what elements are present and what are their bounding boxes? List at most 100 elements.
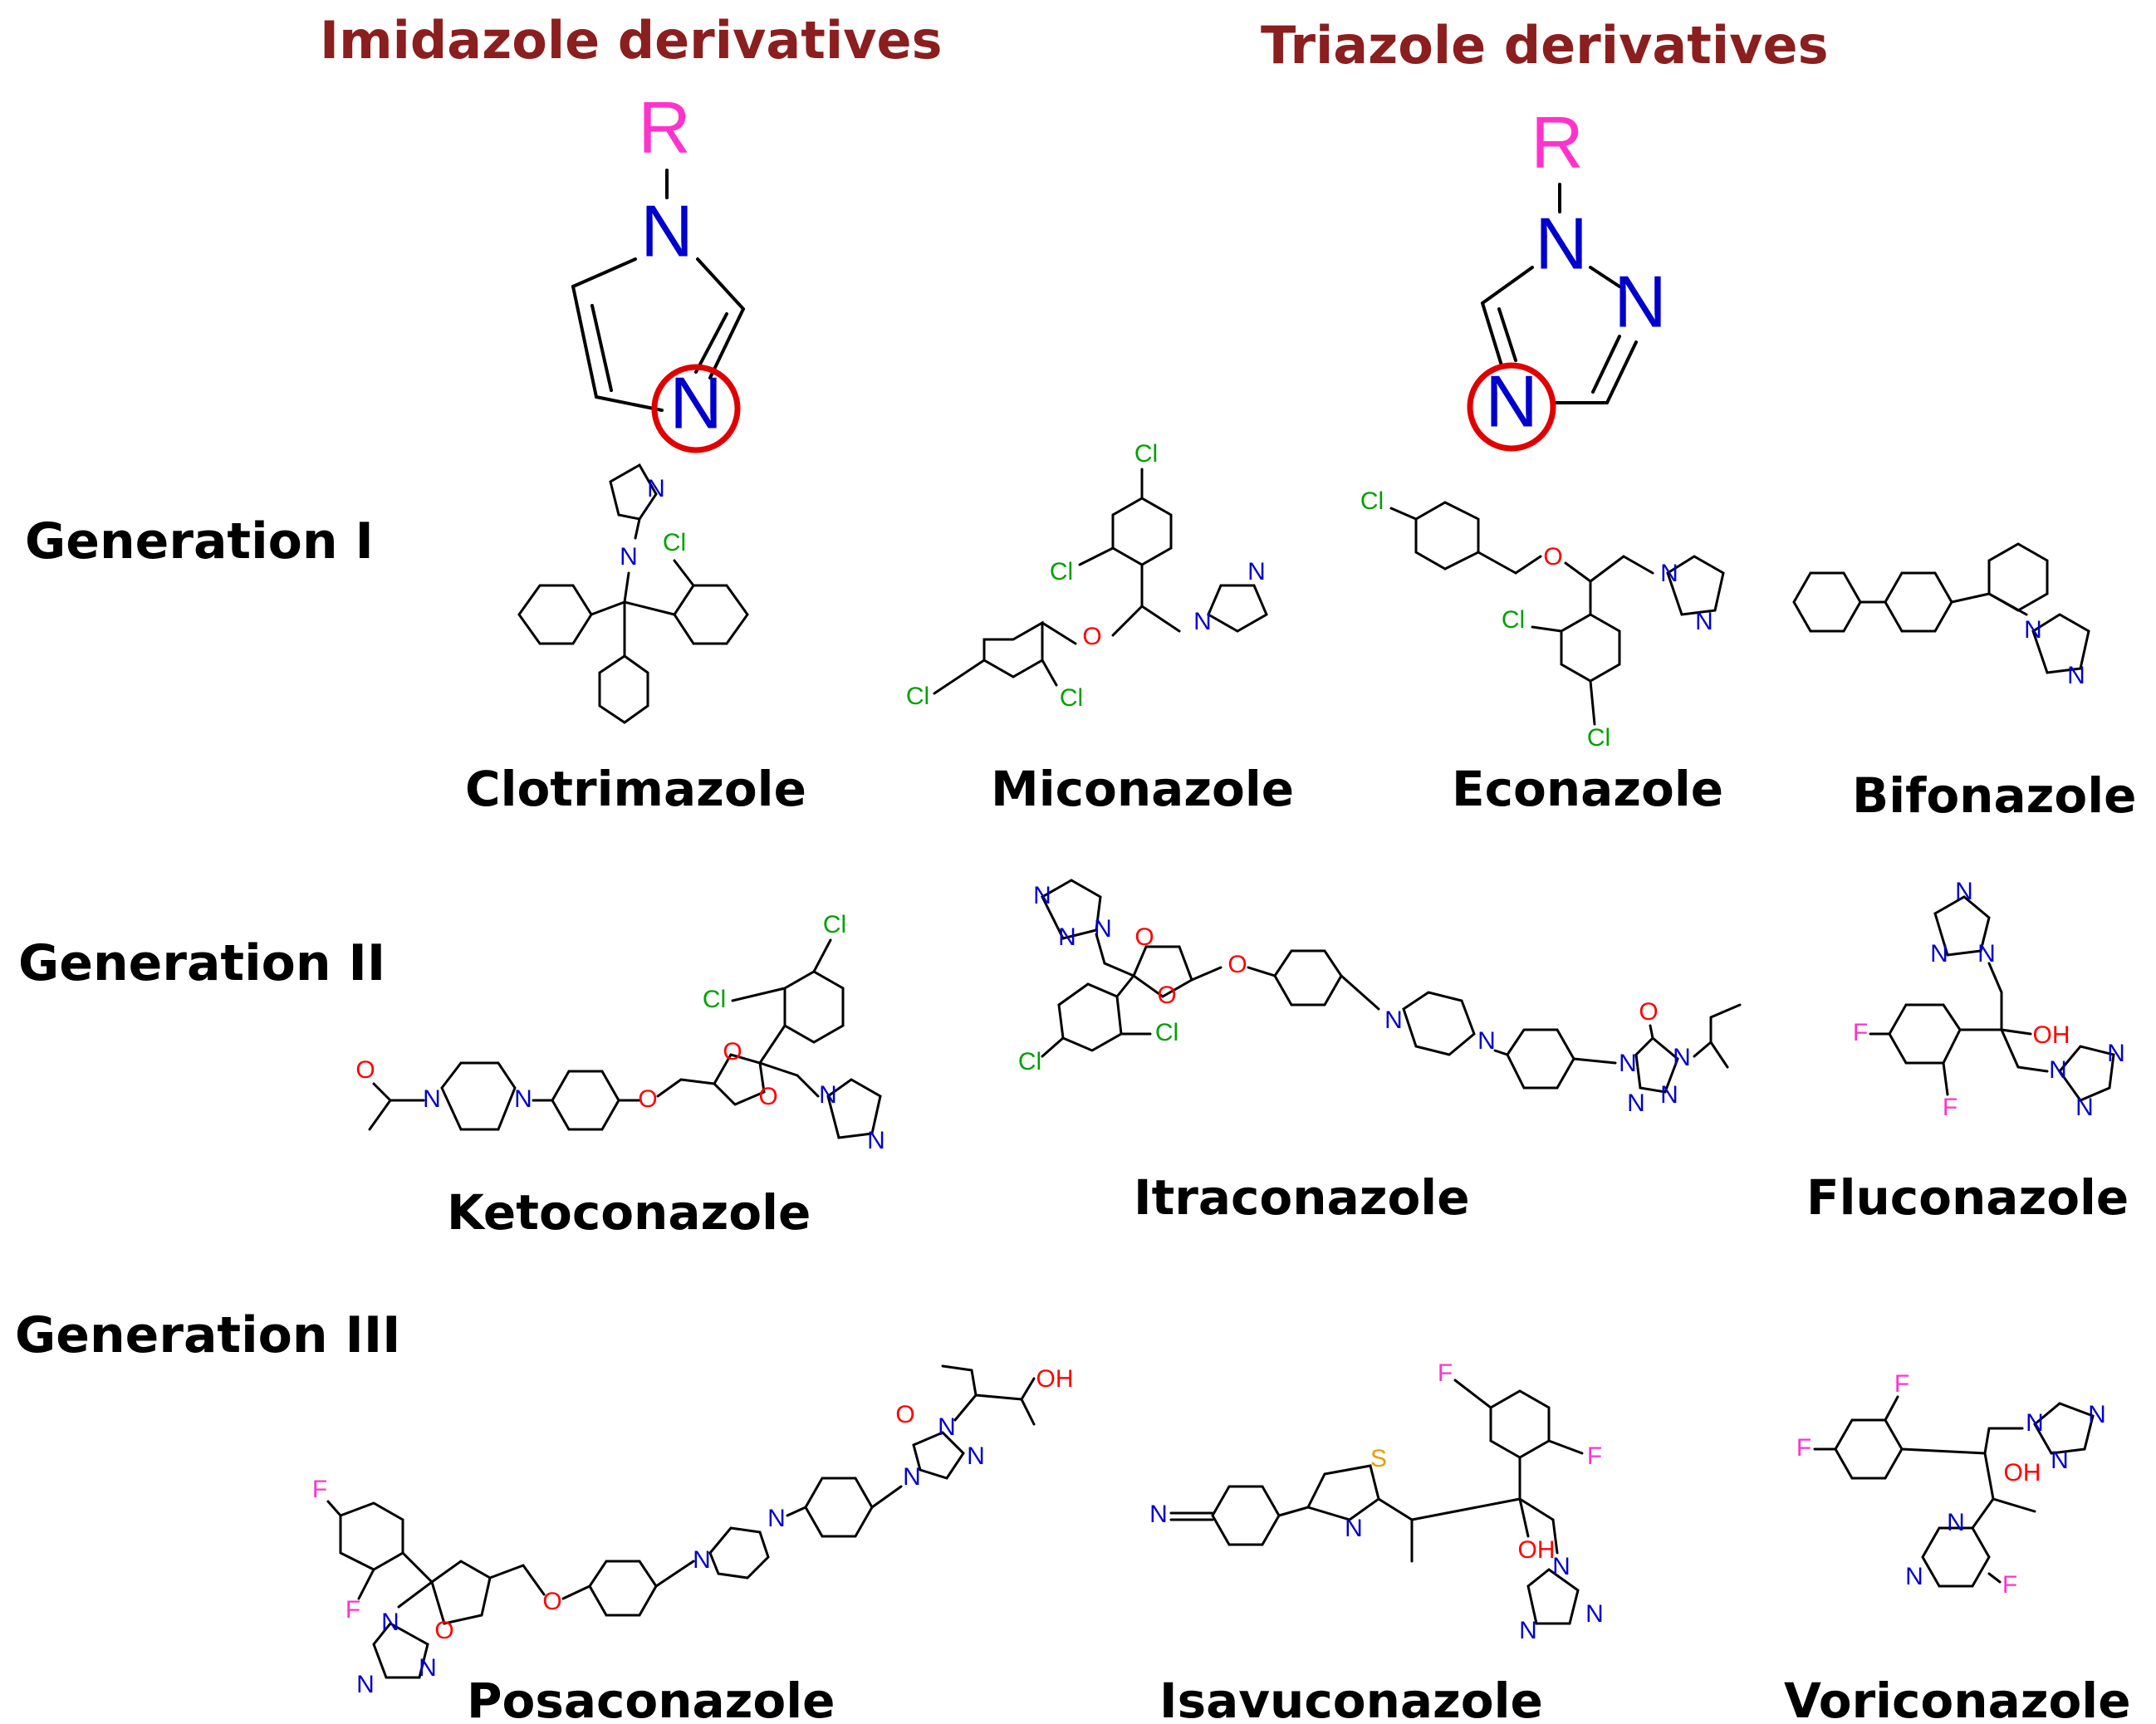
fluconazole-f-bottom: F: [1943, 1094, 1958, 1121]
ketoconazole-o-ring2: O: [758, 1083, 777, 1110]
itraconazole-n-tri2c: N: [1660, 1081, 1678, 1109]
ketoconazole-cl-top: Cl: [823, 911, 846, 938]
fluconazole-n-tri1b: N: [1930, 940, 1948, 967]
itraconazole-n-pip2: N: [1477, 1027, 1496, 1055]
imidazole-n1-label: N: [640, 189, 693, 272]
bifonazole-name: Bifonazole: [1852, 767, 2136, 824]
isavuconazole-n-tri1: N: [1552, 1553, 1570, 1580]
ketoconazole-o-ether: O: [638, 1085, 657, 1113]
miconazole-cl-top: Cl: [1134, 440, 1158, 468]
itraconazole-n-tri1b: N: [1058, 923, 1076, 951]
voriconazole-n-pyr2: N: [1905, 1563, 1923, 1590]
ketoconazole-n-imid3: N: [867, 1127, 885, 1154]
posaconazole-f-top: F: [312, 1476, 327, 1503]
triazole-n4-highlight-circle: [1467, 362, 1556, 452]
itraconazole-n-tri2a: N: [1619, 1050, 1637, 1077]
econazole-n1: N: [1660, 560, 1678, 587]
miconazole-name: Miconazole: [991, 761, 1294, 817]
isavuconazole-n-tri2: N: [1519, 1617, 1537, 1644]
voriconazole-structure: F F N N N OH N N F: [1796, 1370, 2106, 1599]
voriconazole-n-tri3: N: [2051, 1447, 2069, 1474]
itraconazole-structure: N N N O O O N N N O N N N Cl Cl: [1018, 879, 1742, 1117]
generation-1-label: Generation I: [25, 512, 374, 571]
ketoconazole-structure: O N N O O O Cl Cl N N: [355, 911, 885, 1154]
itraconazole-cl-left: Cl: [1018, 1048, 1041, 1075]
ketoconazole-cl-mid: Cl: [703, 986, 726, 1013]
triazole-core-structure: R N N N: [1467, 100, 1667, 452]
fluconazole-n-tri2a: N: [2049, 1056, 2067, 1084]
miconazole-n3: N: [1247, 558, 1266, 585]
ketoconazole-o-ring1: O: [723, 1038, 742, 1065]
miconazole-cl-mid: Cl: [1050, 558, 1073, 585]
voriconazole-name: Voriconazole: [1784, 1673, 2131, 1724]
ketoconazole-name: Ketoconazole: [447, 1184, 811, 1241]
ketoconazole-n-pip2: N: [514, 1085, 532, 1113]
posaconazole-o-ring: O: [434, 1617, 453, 1644]
triazole-n1-label: N: [1535, 202, 1588, 284]
isavuconazole-oh: OH: [1518, 1536, 1556, 1564]
posaconazole-oh: OH: [1036, 1365, 1074, 1393]
posaconazole-structure: F F O O N N N O N N OH N N N: [312, 1364, 1074, 1698]
isavuconazole-name: Isavuconazole: [1159, 1673, 1543, 1724]
posaconazole-n-tri6: N: [419, 1654, 437, 1682]
isavuconazole-n-nitrile: N: [1149, 1501, 1168, 1528]
voriconazole-f-bottom: F: [2002, 1571, 2017, 1599]
posaconazole-f-bottom: F: [345, 1596, 360, 1624]
isavuconazole-n-thiazole: N: [1345, 1515, 1363, 1542]
clotrimazole-n1: N: [620, 543, 638, 571]
generation-3-label: Generation III: [15, 1306, 400, 1364]
bifonazole-n1: N: [2024, 616, 2042, 644]
posaconazole-name: Posaconazole: [467, 1673, 835, 1724]
voriconazole-n-pyr1: N: [1947, 1509, 1965, 1536]
isavuconazole-f-right: F: [1587, 1442, 1602, 1470]
ketoconazole-o-acetyl: O: [355, 1056, 375, 1084]
fluconazole-oh: OH: [2033, 1021, 2070, 1049]
imidazole-n3-highlight-circle: [651, 364, 741, 453]
itraconazole-o-ether: O: [1227, 951, 1247, 978]
ketoconazole-n-pip1: N: [423, 1085, 441, 1113]
itraconazole-n-tri1a: N: [1033, 882, 1051, 909]
ketoconazole-n-imid1: N: [819, 1081, 837, 1109]
voriconazole-n-tri1: N: [2026, 1409, 2044, 1437]
triazole-n4-label: N: [1485, 360, 1538, 442]
miconazole-cl-left: Cl: [906, 683, 929, 710]
itraconazole-cl-right: Cl: [1155, 1019, 1178, 1046]
clotrimazole-structure: N N Cl: [517, 463, 749, 724]
isavuconazole-s: S: [1370, 1445, 1387, 1472]
miconazole-o: O: [1082, 623, 1101, 650]
itraconazole-n-tri2d: N: [1627, 1090, 1645, 1117]
posaconazole-o-ether: O: [542, 1588, 561, 1615]
posaconazole-n-tri5: N: [356, 1671, 375, 1698]
posaconazole-n-tri3: N: [967, 1442, 985, 1470]
imidazole-r-label: R: [638, 86, 691, 168]
econazole-n3: N: [1695, 608, 1713, 635]
fluconazole-structure: N N N OH F F N N N: [1853, 878, 2125, 1121]
itraconazole-name: Itraconazole: [1134, 1169, 1470, 1226]
posaconazole-o-keto: O: [895, 1401, 914, 1428]
itraconazole-o-keto: O: [1639, 998, 1658, 1026]
posaconazole-n-tri2: N: [938, 1413, 956, 1441]
econazole-cl-top: Cl: [1360, 487, 1384, 515]
itraconazole-o-ring2: O: [1157, 982, 1176, 1009]
voriconazole-f-top: F: [1894, 1370, 1909, 1398]
econazole-cl-bottom: Cl: [1587, 724, 1610, 752]
voriconazole-n-tri2: N: [2088, 1401, 2106, 1428]
triazole-n2-label: N: [1614, 260, 1667, 342]
itraconazole-n-tri2b: N: [1673, 1044, 1691, 1071]
clotrimazole-n3: N: [647, 475, 665, 502]
clotrimazole-name: Clotrimazole: [465, 761, 806, 817]
miconazole-structure: Cl Cl N N O Cl Cl: [906, 440, 1268, 712]
itraconazole-n-tri1c: N: [1094, 915, 1112, 943]
bifonazole-n3: N: [2067, 662, 2085, 689]
fluconazole-f-left: F: [1853, 1019, 1868, 1046]
voriconazole-oh: OH: [2004, 1459, 2041, 1486]
posaconazole-n-pip1: N: [693, 1546, 711, 1574]
posaconazole-n-tri1: N: [903, 1463, 921, 1491]
header-imidazole: Imidazole derivatives: [320, 10, 942, 71]
econazole-cl-mid: Cl: [1502, 606, 1525, 634]
itraconazole-n-pip1: N: [1384, 1006, 1403, 1034]
fluconazole-n-tri2c: N: [2075, 1094, 2094, 1121]
fluconazole-name: Fluconazole: [1806, 1169, 2129, 1226]
fluconazole-n-tri1a: N: [1955, 878, 1973, 905]
econazole-structure: Cl O N N Cl Cl: [1360, 487, 1725, 752]
